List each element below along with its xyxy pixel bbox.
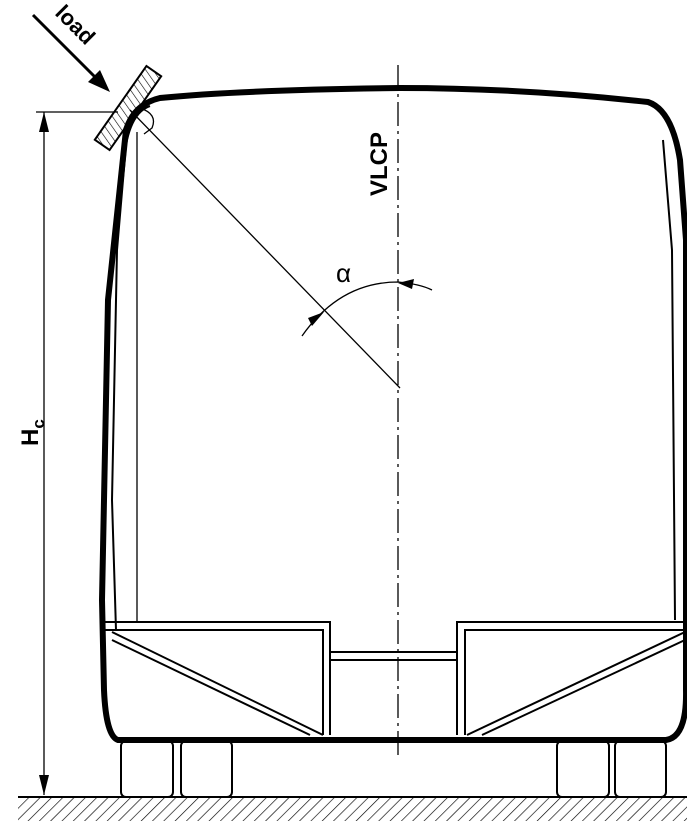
bus-body (99, 85, 687, 743)
centre-plane-label: VLCP (366, 132, 393, 196)
floor-box-left (104, 621, 331, 735)
angle-arrow-right (398, 279, 414, 289)
load-direction-line (129, 109, 401, 389)
load-arrow-shaft (31, 13, 98, 80)
body-inner-left-panel (110, 105, 151, 631)
floor-diagonal-left-b (111, 639, 311, 736)
floor-structure (104, 621, 686, 736)
wheel-right-outer (614, 740, 667, 798)
floor-diagonal-right-b (481, 639, 686, 736)
angle-label: α (336, 258, 351, 288)
load-plate (93, 64, 163, 152)
wheel-left-inner (180, 740, 233, 798)
angle-indicator: α (301, 258, 433, 337)
floor-box-right (456, 621, 685, 735)
ground (18, 796, 687, 821)
angle-arrow-left (308, 312, 324, 326)
angle-arc (301, 281, 433, 337)
floor-centre-channel (330, 651, 457, 661)
centre-plane: VLCP (366, 65, 399, 760)
height-label-main: H (17, 429, 44, 446)
floor-diagonal-left-a (111, 631, 324, 736)
height-label: Hc (17, 419, 48, 446)
body-outer-shell (99, 85, 687, 743)
wheels (120, 740, 667, 798)
height-dimension: Hc (17, 111, 118, 795)
body-inner-right-panel (662, 139, 676, 621)
load-label: load (50, 0, 100, 50)
ground-hatching (18, 797, 687, 821)
wheel-left-outer (120, 740, 174, 798)
height-arrow-top (39, 112, 49, 132)
height-label-sub: c (29, 419, 48, 428)
wheel-right-inner (556, 740, 610, 798)
load-arrow-head (88, 70, 110, 92)
floor-diagonal-right-a (466, 631, 686, 736)
load-application: load (31, 0, 401, 389)
height-arrow-bottom (39, 775, 49, 795)
body-corner-detail (139, 107, 155, 135)
svg-text:Hc: Hc (17, 419, 48, 446)
